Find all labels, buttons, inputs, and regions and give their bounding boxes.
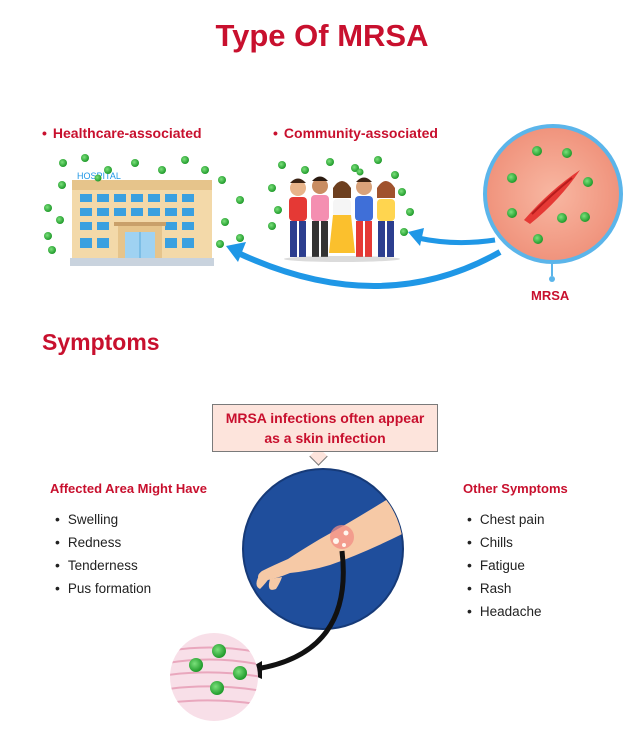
page-title: Type Of MRSA	[215, 18, 429, 53]
symptoms-title: Symptoms	[42, 329, 160, 355]
list-item: Chest pain	[467, 508, 545, 531]
list-item: Pus formation	[55, 577, 151, 600]
other-symptoms-title: Other Symptoms	[463, 481, 568, 496]
arrow-icon	[226, 228, 502, 289]
list-item: Chills	[467, 531, 544, 554]
bacteria-icon	[44, 154, 244, 254]
community-associated-text: Community-associated	[283, 125, 438, 141]
other-symptoms-list: Chest pain Chills Fatigue Rash Headache	[467, 508, 545, 623]
mrsa-label: MRSA	[531, 288, 570, 303]
skin-infection-illustration	[170, 468, 404, 721]
skin-infection-callout: MRSA infections often appear as a skin i…	[212, 404, 438, 452]
list-item: Rash	[467, 577, 544, 600]
people-group-icon	[284, 176, 400, 262]
callout-line-2: as a skin infection	[264, 430, 386, 446]
hospital-icon: HOSPITAL	[70, 171, 214, 266]
bullet: •	[42, 125, 47, 141]
bacteria-icon	[507, 146, 593, 244]
list-item: Swelling	[55, 508, 151, 531]
affected-area-list: Swelling Redness Tenderness Pus formatio…	[55, 508, 151, 600]
bullet: •	[273, 125, 278, 141]
wound-icon	[524, 170, 580, 224]
affected-area-title: Affected Area Might Have	[50, 481, 207, 496]
list-item: Headache	[467, 600, 544, 623]
arm-circle	[242, 468, 404, 630]
healthcare-associated-label: • Healthcare-associated	[42, 125, 202, 141]
mrsa-skin-circle	[483, 124, 623, 282]
list-item: Tenderness	[55, 554, 151, 577]
zoomed-skin-circle	[170, 633, 258, 721]
community-associated-label: • Community-associated	[273, 125, 438, 141]
list-item: Redness	[55, 531, 151, 554]
callout-line-1: MRSA infections often appear	[225, 410, 425, 426]
mrsa-types-illustration: HOSPITAL	[44, 124, 623, 289]
bacteria-icon	[189, 644, 247, 695]
bacteria-icon	[268, 156, 414, 236]
healthcare-associated-text: Healthcare-associated	[52, 125, 202, 141]
list-item: Fatigue	[467, 554, 544, 577]
arm-icon	[256, 485, 403, 590]
